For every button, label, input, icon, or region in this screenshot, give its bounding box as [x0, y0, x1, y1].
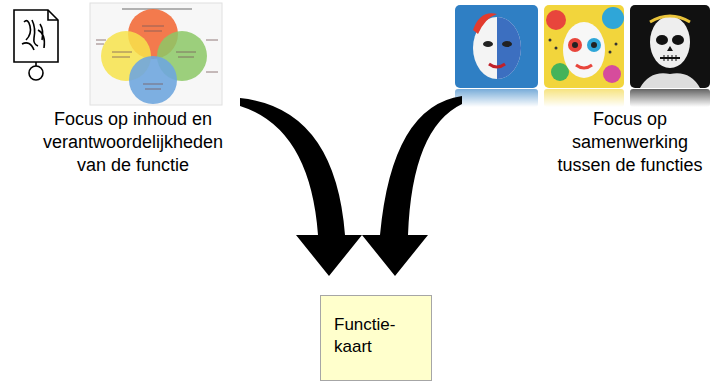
face-photo-part: [544, 89, 624, 107]
circle-model-picture-part-part: [143, 84, 163, 85]
face-photo: [544, 5, 624, 107]
box-text: Functie- kaart: [334, 314, 418, 358]
circle-model-picture-part-part: [206, 40, 218, 41]
face-photo-part: [630, 89, 710, 107]
face-photo-part-part: [609, 51, 612, 54]
face-photo: [455, 5, 538, 107]
face-photo-part-part: [676, 55, 677, 61]
face-photo-part: [483, 41, 493, 47]
circle-model-picture-part-part: [142, 26, 164, 27]
circle-model-picture-part-part: [206, 72, 218, 73]
face-photo-part: [455, 5, 538, 88]
circle-model-picture-part-part: [112, 57, 130, 58]
face-photo-part: [563, 22, 605, 78]
curved-arrow-part: [240, 98, 362, 276]
face-photo-part: [591, 42, 597, 48]
circle-model-picture-part-part: [145, 89, 161, 90]
face-photo-part: [576, 65, 592, 68]
face-photo-part-part: [549, 39, 552, 42]
face-photo-part: [664, 55, 676, 61]
circle-model-picture-part-part: [144, 31, 162, 32]
face-photo-part: [650, 16, 690, 68]
focus-label: Focus op inhoud en verantwoordelijkheden…: [33, 108, 233, 177]
circle-model-picture-part-part: [96, 44, 104, 45]
face-photo-part: [660, 57, 680, 59]
face-photo-part: [656, 35, 668, 45]
circle-model-picture-part-part: [112, 52, 132, 53]
face-photo-part: [630, 89, 710, 107]
document-icon-part: [48, 10, 58, 20]
focus-label: Focus op samenwerking tussen de functies: [550, 108, 710, 177]
face-photo-part-part: [664, 55, 665, 61]
face-photo-part: [587, 38, 601, 52]
face-photo-part: [603, 65, 621, 83]
document-icon: [14, 10, 58, 80]
face-photo-part: [455, 89, 538, 107]
face-photo-part: [546, 10, 566, 30]
face-photo-part: [551, 63, 569, 81]
circle-model-picture-part-part: [178, 57, 194, 58]
process-box: Functie- kaart: [320, 295, 432, 381]
face-photo-part: [473, 13, 497, 34]
face-photo-part-part: [555, 47, 558, 50]
face-photo-part: [640, 73, 700, 88]
circle-model-picture-part-part: [96, 40, 106, 41]
face-photo-part: [602, 7, 624, 29]
face-photo-part: [672, 35, 684, 45]
face-photo-part: [568, 38, 582, 52]
face-photo-part: [650, 16, 690, 22]
face-photo-part: [502, 41, 512, 47]
face-photo-part-part: [615, 43, 618, 46]
face-photo-part: [667, 46, 673, 51]
document-icon-part: [14, 10, 58, 62]
face-photo-part-part: [668, 55, 669, 61]
circle-model-picture: [90, 3, 222, 105]
face-photo: [630, 5, 710, 107]
face-photo-part: [549, 39, 618, 54]
circle-model-picture-part-part: [176, 52, 196, 53]
document-icon-part: [29, 66, 43, 80]
face-photo-part: [544, 89, 624, 107]
curved-arrow-part: [362, 96, 462, 276]
face-photo-part: [455, 89, 538, 107]
face-photo-part: [572, 42, 578, 48]
face-photo-part: [489, 64, 505, 67]
face-photo-part-part: [672, 55, 673, 61]
circle-model-picture-part: [129, 56, 177, 104]
face-photo-part: [630, 5, 710, 88]
circle-model-picture-part: [90, 3, 222, 105]
document-icon-part: [22, 20, 44, 50]
face-photo-part: [497, 17, 521, 79]
curved-arrow: [240, 96, 462, 276]
circle-model-picture-part: [96, 26, 218, 89]
face-photo-part: [544, 5, 624, 88]
